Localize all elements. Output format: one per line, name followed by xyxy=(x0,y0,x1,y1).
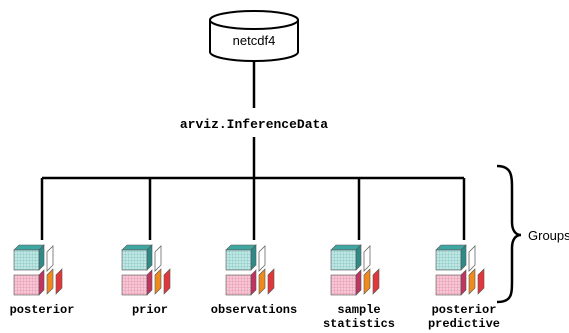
group-prior: prior xyxy=(121,244,171,317)
observations-label-line-1: observations xyxy=(211,303,297,317)
sample-statistics-data-icon xyxy=(330,244,380,296)
posterior-predictive-data-icon xyxy=(435,244,485,296)
prior-data-icon xyxy=(121,244,171,296)
group-posterior: posterior xyxy=(10,244,75,317)
group-list: posterior prior observations samplestatisti… xyxy=(10,244,500,331)
branch-lines xyxy=(40,178,466,240)
posterior-data-icon xyxy=(13,244,63,296)
prior-label-line-1: prior xyxy=(132,303,168,317)
netcdf4-storage: netcdf4 xyxy=(209,10,299,62)
posterior-label-line-1: posterior xyxy=(10,303,75,317)
groups-label: Groups xyxy=(528,228,569,243)
posterior-predictive-label-line-1: posterior xyxy=(432,303,497,317)
group-observations: observations xyxy=(211,244,297,317)
netcdf4-label: netcdf4 xyxy=(233,33,276,48)
groups-brace: Groups xyxy=(496,164,569,304)
observations-data-icon xyxy=(225,244,275,296)
sample-statistics-label-line-1: sample xyxy=(337,303,380,317)
sample-statistics-label-line-2: statistics xyxy=(323,317,395,331)
posterior-predictive-label-line-2: predictive xyxy=(428,317,500,331)
inferencedata-label: arviz.InferenceData xyxy=(180,117,328,132)
